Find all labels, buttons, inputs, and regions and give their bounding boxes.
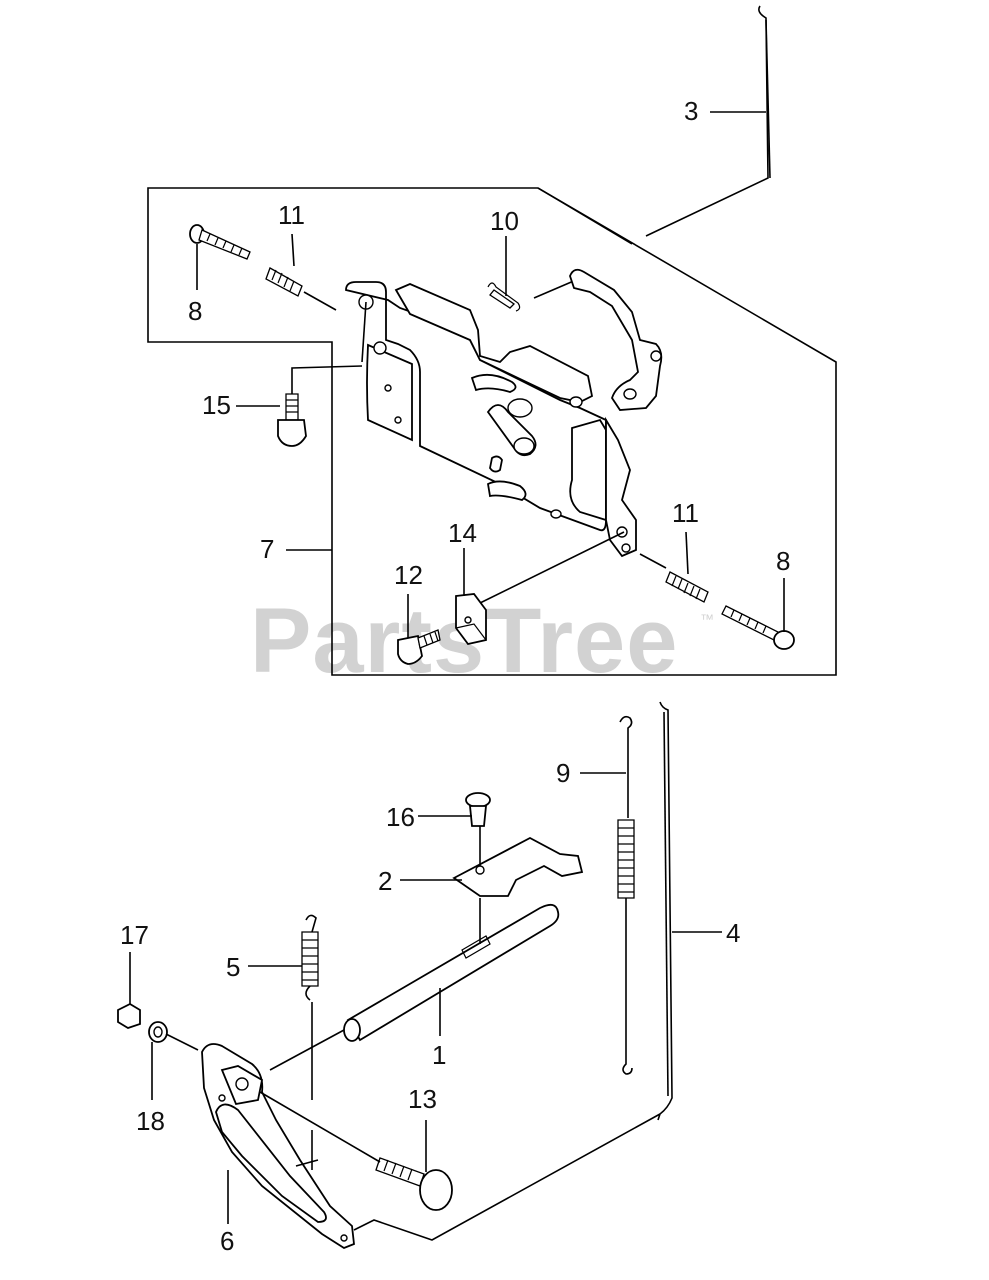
callout-14: 14 [448,518,477,548]
callout-3: 3 [684,96,698,126]
callout-12: 12 [394,560,423,590]
callout-17: 17 [120,920,149,950]
callout-18: 18 [136,1106,165,1136]
callout-15: 15 [202,390,231,420]
spring-5 [301,914,319,1001]
callout-6: 6 [220,1226,234,1256]
spring-11-bottom [665,571,709,603]
callout-8: 8 [776,546,790,576]
lever-6 [201,1043,355,1250]
watermark-trademark: ™ [700,611,714,627]
spring-9 [617,715,635,1075]
leader-11-bottom [685,531,689,575]
bolt-12 [397,629,441,665]
shaft-1 [343,898,560,1042]
clip-14 [455,593,487,646]
throttle-rod-3 [645,5,771,237]
callout-13: 13 [408,1084,437,1114]
bolt-13 [375,1157,453,1211]
callout-11: 11 [278,200,305,230]
pointer-line [639,553,667,569]
callout-1: 1 [432,1040,446,1070]
pointer-line [477,531,625,605]
assembly-line [165,1033,199,1051]
control-plate [345,268,663,558]
bolt-15 [277,393,307,447]
spring-11-top [265,267,337,311]
assembly-line [295,1159,319,1167]
nut-17 [117,1002,141,1029]
callout-4: 4 [726,918,740,948]
leader-11-top [291,233,295,267]
callout-10: 10 [490,206,519,236]
bracket-edge [537,187,633,245]
callout-8: 8 [188,296,202,326]
pointer-line [361,301,367,363]
callout-16: 16 [386,802,415,832]
spring-10 [487,279,577,312]
callout-7: 7 [260,534,274,564]
assembly-line [269,1029,345,1071]
assembly-line [259,1091,381,1163]
callout-9: 9 [556,758,570,788]
pin-16 [465,792,491,827]
screw-8-top [189,224,251,260]
assembly-line [353,1113,661,1241]
plate-2 [452,826,584,897]
callout-5: 5 [226,952,240,982]
callout-11: 11 [672,498,699,528]
callout-2: 2 [378,866,392,896]
screw-8-bottom [721,605,795,650]
pointer-line [291,365,363,394]
governor-rod-4 [657,701,673,1121]
washer-18 [148,1021,168,1043]
